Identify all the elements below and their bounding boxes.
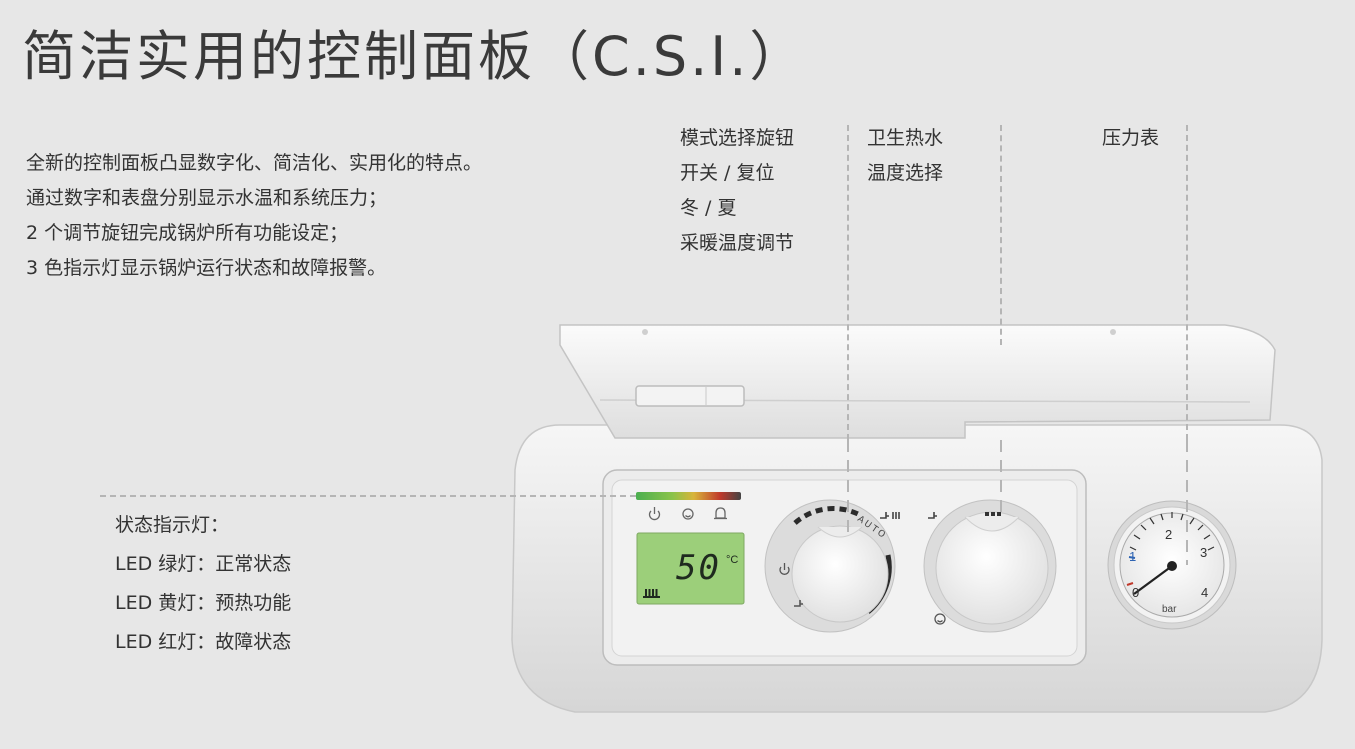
radiator-icon — [643, 589, 660, 598]
mode-knob-labels: 模式选择旋钮 开关 / 复位 冬 / 夏 采暖温度调节 — [680, 121, 794, 261]
lid-dot — [642, 329, 648, 335]
leader-line-gauge — [1186, 125, 1188, 440]
led-legend-title: 状态指示灯： — [115, 514, 230, 536]
gauge-blue-zone — [1128, 556, 1136, 559]
gauge-labels: 压力表 — [1102, 121, 1159, 156]
gauge-tick-label: 1 — [1129, 549, 1137, 564]
lid-dot — [1110, 329, 1116, 335]
gauge-needle — [1133, 565, 1173, 595]
gauge-ticks — [1129, 512, 1215, 551]
status-led-legend: 状态指示灯： LED 绿灯：正常状态 LED 黄灯：预热功能 LED 红灯：故障… — [115, 506, 291, 662]
led-legend-item: LED 黄灯：预热功能 — [115, 592, 292, 614]
page-title: 简洁实用的控制面板（C.S.I.） — [22, 25, 807, 88]
intro-line: 3 色指示灯显示锅炉运行状态和故障报警。 — [26, 257, 387, 279]
intro-line: 全新的控制面板凸显数字化、简洁化、实用化的特点。 — [26, 152, 483, 174]
tap-radiator-icon — [880, 512, 900, 519]
knob-1-scale — [793, 506, 860, 525]
led-legend-item: LED 红灯：故障状态 — [115, 631, 292, 653]
dhw-label: 卫生热水 — [867, 127, 944, 149]
led-legend-item: LED 绿灯：正常状态 — [115, 553, 292, 575]
gauge-red-zone — [1126, 582, 1134, 586]
gauge-tick-label: 2 — [1165, 527, 1173, 542]
power-symbol-icon — [779, 563, 790, 575]
smiley-icon — [934, 613, 946, 625]
gauge-label: 压力表 — [1102, 127, 1160, 149]
leader-line-dhw — [1000, 125, 1002, 345]
dhw-labels: 卫生热水 温度选择 — [867, 121, 943, 191]
leader-line-led — [100, 495, 636, 497]
mode-knob-label: 冬 / 夏 — [680, 197, 737, 219]
mode-knob — [791, 525, 889, 623]
mode-knob-label: 开关 / 复位 — [680, 162, 775, 184]
dhw-label: 温度选择 — [867, 162, 944, 184]
intro-text: 全新的控制面板凸显数字化、简洁化、实用化的特点。 通过数字和表盘分别显示水温和系… — [26, 146, 482, 286]
gauge-hub — [1167, 561, 1177, 571]
gauge-tick-label: 3 — [1200, 545, 1208, 560]
gauge-unit: bar — [1162, 604, 1177, 615]
gauge-tick-label: 4 — [1201, 585, 1209, 600]
intro-line: 通过数字和表盘分别显示水温和系统压力； — [26, 187, 388, 209]
lid — [559, 324, 1276, 439]
lid-latch — [635, 385, 745, 407]
lcd-temperature: 50 — [676, 548, 721, 588]
mode-knob-label: 采暖温度调节 — [680, 232, 795, 254]
tap-icon — [928, 512, 937, 519]
smiley-icon — [682, 508, 694, 520]
dhw-knob-notch — [964, 516, 1020, 532]
leader-line-mode-knob — [847, 125, 849, 440]
mode-knob-label: 模式选择旋钮 — [680, 127, 795, 149]
mode-knob-notch — [817, 526, 863, 538]
lcd-temperature-unit: °C — [726, 554, 739, 566]
lcd-screen — [636, 532, 745, 605]
gauge-tick-label: 0 — [1132, 585, 1140, 600]
intro-line: 2 个调节旋钮完成锅炉所有功能设定； — [26, 222, 349, 244]
bell-icon — [714, 507, 727, 520]
power-symbol-icon — [648, 507, 661, 521]
led-strip — [636, 492, 741, 500]
tap-icon — [794, 600, 803, 607]
